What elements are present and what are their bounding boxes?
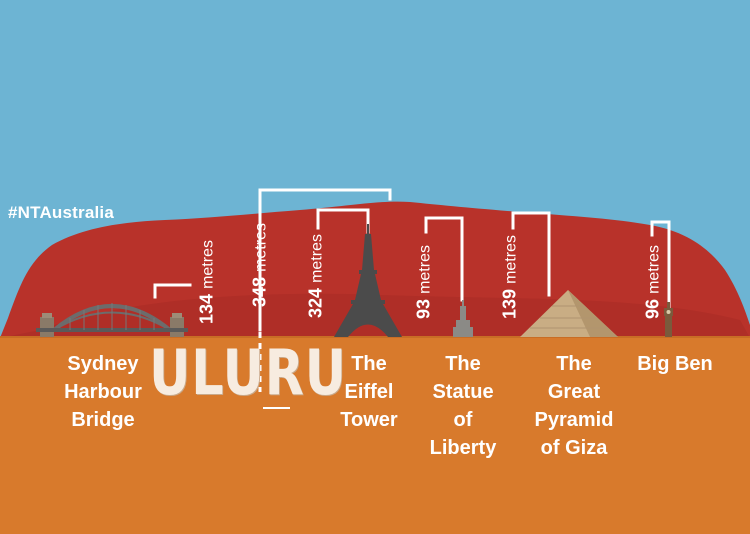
height-label-sydney: 134 metres — [196, 240, 217, 324]
ground — [0, 337, 750, 534]
name-great-pyramid: The Great Pyramid of Giza — [534, 353, 614, 459]
bridge-icon — [36, 303, 188, 337]
name-eiffel-tower: The Eiffel Tower — [340, 353, 398, 431]
bracket-bigben — [650, 220, 671, 310]
bracket-eiffel — [316, 208, 370, 234]
bracket-liberty — [424, 216, 464, 302]
hashtag-label: #NTAustralia — [8, 203, 115, 222]
bracket-pyramid — [511, 211, 551, 297]
height-label-eiffel: 324 metres — [305, 234, 326, 318]
big-ben-icon — [664, 302, 673, 337]
statue-of-liberty-icon — [453, 300, 473, 337]
bracket-sydney — [153, 283, 192, 299]
pyramid-icon — [520, 290, 618, 337]
bracket-uluru — [258, 188, 392, 332]
name-sydney-harbour-bridge: Sydney Harbour Bridge — [64, 353, 142, 431]
height-brackets — [153, 188, 671, 332]
height-label-pyramid: 139 metres — [499, 235, 520, 319]
name-statue-of-liberty: The Statue of Liberty — [429, 353, 497, 459]
height-label-liberty: 93 metres — [413, 245, 434, 319]
name-big-ben: Big Ben — [637, 353, 713, 375]
height-label-bigben: 96 metres — [642, 245, 663, 319]
eiffel-tower-icon — [334, 224, 402, 337]
uluru-title: ULURU — [149, 336, 347, 409]
height-label-uluru: 348 metres — [249, 223, 270, 307]
